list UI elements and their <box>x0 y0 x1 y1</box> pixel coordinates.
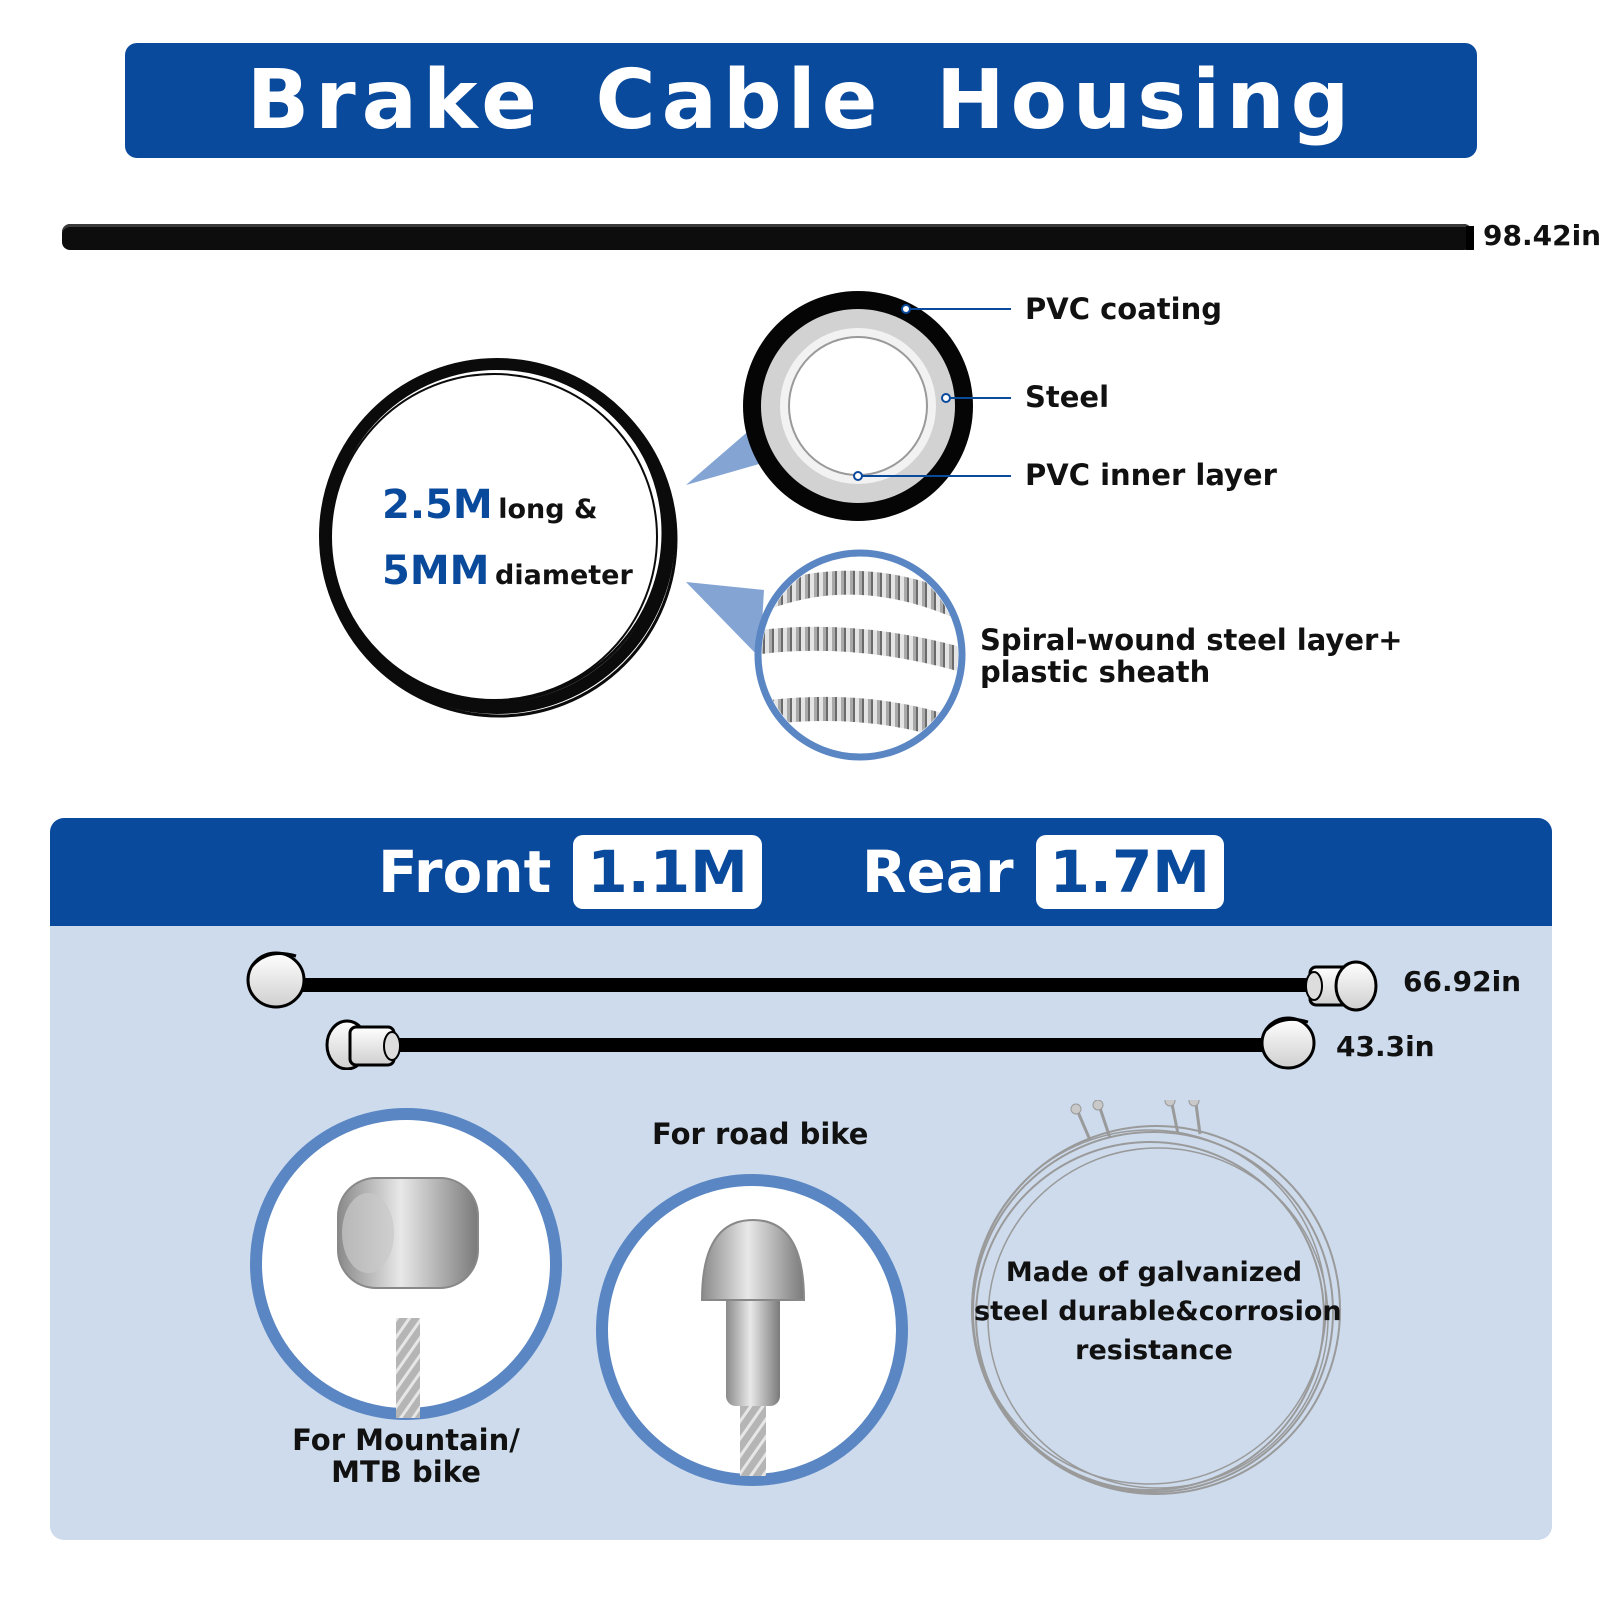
coil-length-text: long & <box>498 494 598 525</box>
spiral-steel-icon <box>754 549 966 761</box>
cross-section-icon <box>743 291 1011 521</box>
housing-cable <box>62 224 1472 250</box>
title-banner: Brake Cable Housing <box>125 43 1477 158</box>
rear-cable <box>246 951 1378 1012</box>
cable-ends-illustration <box>250 1100 1341 1495</box>
coil-diameter-line: 5MM diameter <box>382 548 633 594</box>
rear-word: Rear <box>861 838 1014 906</box>
spiral-label-line1: Spiral-wound steel layer+ <box>980 623 1403 657</box>
wire-material-text: Made of galvanized steel durable&corrosi… <box>974 1253 1342 1370</box>
page-title: Brake Cable Housing <box>246 53 1356 148</box>
layer-label-steel: Steel <box>1025 380 1110 414</box>
ferrule-end-cap-icon <box>325 1019 401 1070</box>
layer-label-pvc-inner: PVC inner layer <box>1025 458 1277 492</box>
spiral-label-line2: plastic sheath <box>980 655 1211 689</box>
mtb-barrel-end-icon <box>250 1108 562 1420</box>
coil-diameter-text: diameter <box>495 560 633 591</box>
front-word: Front <box>377 838 552 906</box>
housing-end-cap <box>1466 226 1474 250</box>
wire-text-line1: Made of galvanized <box>1005 1257 1303 1288</box>
barrel-end-cap-icon <box>1260 1016 1316 1070</box>
front-cable-length-label: 43.3in <box>1336 1030 1435 1063</box>
mtb-bike-label: For Mountain/ MTB bike <box>276 1424 536 1488</box>
inner-wire-coil-icon <box>971 1100 1341 1495</box>
road-bike-label: For road bike <box>652 1117 869 1151</box>
road-mushroom-end-icon <box>596 1174 908 1486</box>
housing-length-label: 98.42in <box>1483 219 1600 252</box>
spiral-callout <box>686 582 764 658</box>
coil-diameter-value: 5MM <box>382 548 490 594</box>
layer-label-pvc-coating: PVC coating <box>1025 292 1222 326</box>
front-cable <box>325 1016 1316 1070</box>
wire-text-line3: resistance <box>1075 1335 1233 1366</box>
front-length-badge: 1.1M <box>573 835 762 909</box>
wire-text-line2: steel durable&corrosion <box>974 1296 1342 1327</box>
panel-header: Front 1.1M Rear 1.7M <box>50 818 1552 926</box>
ferrule-end-cap-icon <box>1305 960 1378 1012</box>
coil-length-value: 2.5M <box>382 482 493 528</box>
mtb-label-line2: MTB bike <box>331 1455 481 1489</box>
coiled-housing-icon <box>319 358 678 718</box>
rear-cable-length-label: 66.92in <box>1403 965 1522 998</box>
barrel-end-cap-icon <box>246 951 306 1009</box>
coil-length-line: 2.5M long & <box>382 482 598 528</box>
housing-illustration <box>319 291 1011 761</box>
mtb-label-line1: For Mountain/ <box>292 1423 520 1457</box>
inner-cables-illustration <box>246 951 1378 1070</box>
spiral-label: Spiral-wound steel layer+ plastic sheath <box>980 624 1403 688</box>
rear-length-badge: 1.7M <box>1035 835 1225 909</box>
